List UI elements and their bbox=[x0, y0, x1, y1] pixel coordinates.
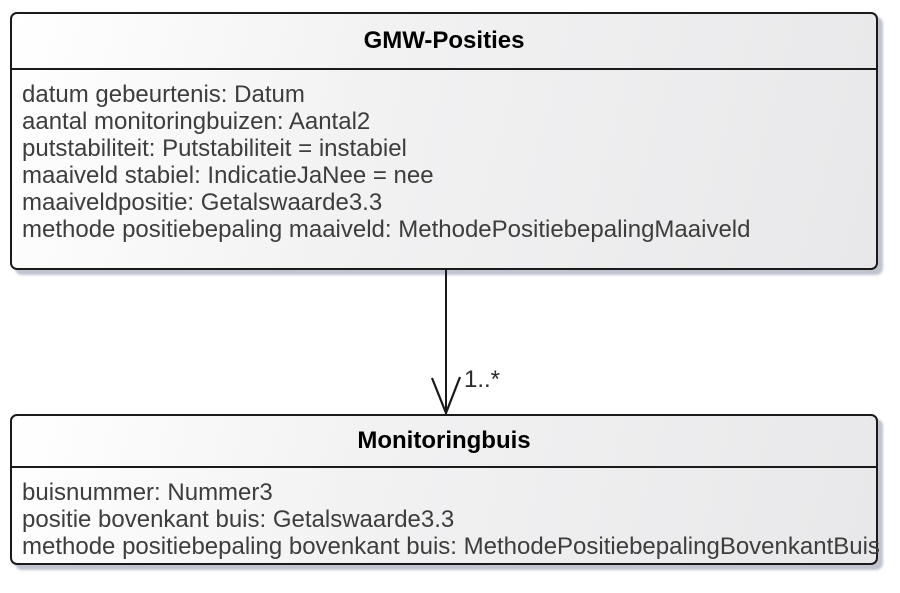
open-arrowhead-icon bbox=[430, 376, 462, 416]
class-title-monitoringbuis: Monitoringbuis bbox=[12, 416, 876, 468]
association-arrow bbox=[430, 270, 462, 416]
attribute-line: maaiveld stabiel: IndicatieJaNee = nee bbox=[22, 162, 434, 189]
attribute-line: buisnummer: Nummer3 bbox=[22, 479, 273, 506]
class-attributes-monitoringbuis: buisnummer: Nummer3 positie bovenkant bu… bbox=[12, 468, 880, 560]
class-box-monitoringbuis: Monitoringbuis buisnummer: Nummer3 posit… bbox=[10, 414, 880, 565]
class-box-gmw-posities: GMW-Posities datum gebeurtenis: Datum aa… bbox=[10, 12, 878, 270]
attribute-line: putstabiliteit: Putstabiliteit = instabi… bbox=[22, 135, 407, 162]
attribute-line: maaiveldpositie: Getalswaarde3.3 bbox=[22, 189, 383, 216]
class-title-gmw-posities: GMW-Posities bbox=[12, 14, 876, 70]
attribute-line: methode positiebepaling bovenkant buis: … bbox=[22, 533, 880, 560]
attribute-line: methode positiebepaling maaiveld: Method… bbox=[22, 216, 751, 243]
class-attributes-gmw-posities: datum gebeurtenis: Datum aantal monitori… bbox=[12, 70, 876, 243]
attribute-line: datum gebeurtenis: Datum bbox=[22, 81, 305, 108]
attribute-line: aantal monitoringbuizen: Aantal2 bbox=[22, 108, 371, 135]
multiplicity-label: 1..* bbox=[464, 366, 501, 393]
attribute-line: positie bovenkant buis: Getalswaarde3.3 bbox=[22, 506, 455, 533]
